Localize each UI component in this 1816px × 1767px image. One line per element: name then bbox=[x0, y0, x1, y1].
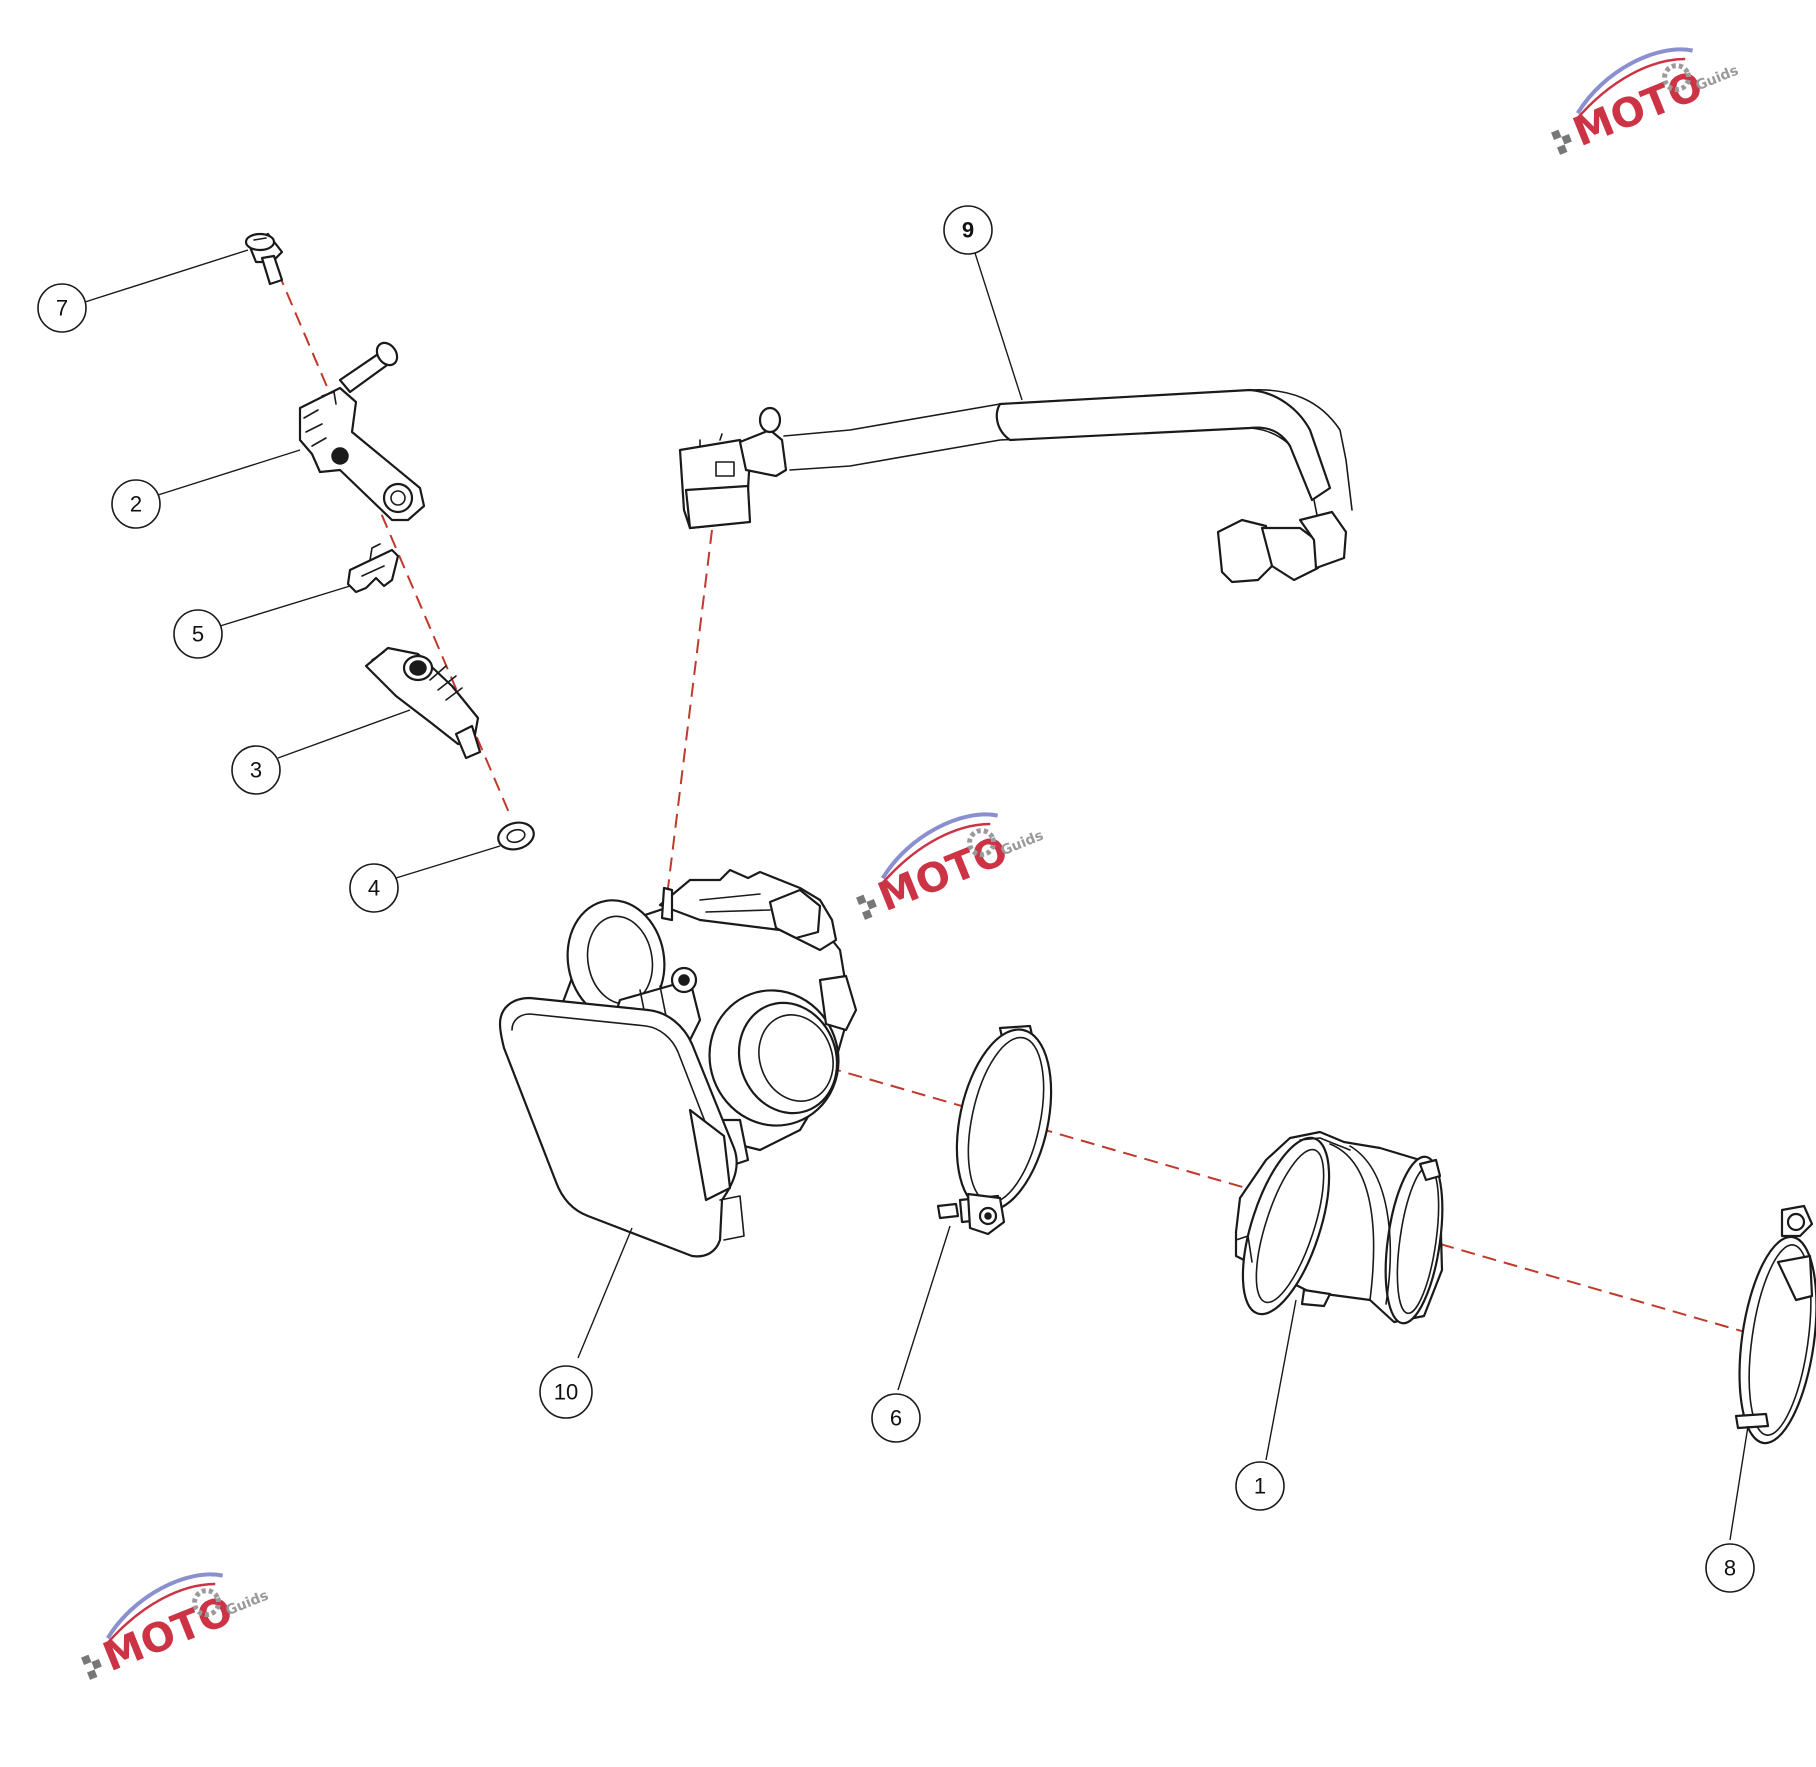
callout-1: 1 bbox=[1235, 1461, 1285, 1511]
watermark-logo-bottom-left: MOTO Guids bbox=[81, 1572, 271, 1681]
callout-3: 3 bbox=[231, 745, 281, 795]
part-6-clamp bbox=[936, 1024, 1053, 1236]
callout-10: 10 bbox=[539, 1365, 593, 1419]
part-8-clamp bbox=[1734, 1204, 1816, 1445]
callout-4-label: 4 bbox=[368, 876, 380, 901]
watermark-sub: Guids bbox=[998, 828, 1045, 860]
callout-8-label: 8 bbox=[1724, 1556, 1736, 1581]
callout-8: 8 bbox=[1705, 1543, 1755, 1593]
leader-8 bbox=[1729, 1425, 1749, 1541]
watermark-sub: Guids bbox=[1693, 63, 1740, 95]
callout-1-label: 1 bbox=[1254, 1474, 1266, 1499]
leader-7 bbox=[84, 249, 249, 303]
part-4-seal bbox=[497, 821, 535, 851]
leader-1 bbox=[1265, 1299, 1297, 1461]
leader-2 bbox=[157, 449, 301, 496]
callout-9: 9 bbox=[943, 205, 993, 255]
callout-10-label: 10 bbox=[554, 1380, 578, 1405]
part-2-bracket bbox=[298, 341, 426, 522]
intake-axis bbox=[784, 1054, 1791, 1346]
callout-2: 2 bbox=[111, 479, 161, 529]
watermark-logo-top-right: MOTO Guids bbox=[1551, 47, 1741, 156]
callout-6-label: 6 bbox=[890, 1406, 902, 1431]
callout-3-label: 3 bbox=[250, 758, 262, 783]
part-10-throttle-body bbox=[498, 868, 858, 1258]
callout-4: 4 bbox=[349, 863, 399, 913]
callout-7: 7 bbox=[37, 283, 87, 333]
part-5-clip bbox=[346, 543, 400, 594]
leader-5 bbox=[219, 585, 351, 627]
callout-6: 6 bbox=[871, 1393, 921, 1443]
leader-6 bbox=[897, 1225, 951, 1391]
watermark-logo-center: MOTO Guids bbox=[856, 812, 1046, 921]
watermark-sub: Guids bbox=[223, 1588, 270, 1620]
callout-2-label: 2 bbox=[130, 492, 142, 517]
part-7-screw bbox=[244, 232, 284, 286]
callout-5: 5 bbox=[173, 609, 223, 659]
callout-9-label: 9 bbox=[962, 218, 974, 243]
harness-axis bbox=[667, 529, 713, 889]
callout-7-label: 7 bbox=[56, 296, 68, 321]
leader-10 bbox=[577, 1227, 633, 1359]
part-3-injector bbox=[364, 646, 482, 760]
leader-9 bbox=[974, 252, 1023, 401]
leader-lines bbox=[84, 249, 1749, 1541]
part-1-intake-boot bbox=[1234, 1130, 1444, 1325]
leader-4 bbox=[395, 845, 501, 879]
callout-5-label: 5 bbox=[192, 622, 204, 647]
leader-3 bbox=[277, 709, 411, 759]
part-9-harness bbox=[678, 388, 1353, 584]
